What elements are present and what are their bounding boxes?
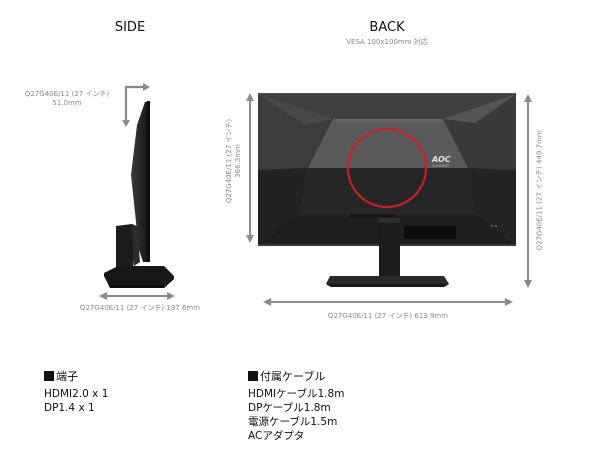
- ports-list: HDMI2.0 x 1 DP1.4 x 1: [44, 387, 108, 415]
- logo-line: GAMING: [432, 164, 450, 168]
- accessories-heading: 付属ケーブル: [248, 368, 325, 384]
- side-depth-label: Q27G40E/11 (27 インチ) 51.0mm: [18, 90, 116, 108]
- aoc-logo: AOC GAMING: [432, 156, 462, 169]
- back-width-label: Q27G40E/11 (27 インチ) 613.9mm: [327, 312, 449, 320]
- side-depth-value: 51.0mm: [52, 99, 82, 107]
- accessory-item: DPケーブル1.8m: [248, 402, 331, 414]
- accessory-item: ACアダプタ: [248, 430, 305, 442]
- accessories-list: HDMIケーブル1.8m DPケーブル1.8m 電源ケーブル1.5m ACアダプ…: [248, 387, 344, 443]
- port-item: DP1.4 x 1: [44, 402, 95, 414]
- ports-heading-text: 端子: [56, 370, 78, 383]
- port-item: HDMI2.0 x 1: [44, 388, 109, 400]
- ports-heading: 端子: [44, 368, 78, 384]
- back-title: BACK: [369, 20, 405, 35]
- side-title: SIDE: [114, 20, 146, 35]
- bullet-square-icon: [44, 371, 54, 381]
- side-depth-model: Q27G40E/11 (27 インチ): [24, 90, 110, 98]
- accessory-item: HDMIケーブル1.8m: [248, 388, 345, 400]
- vesa-subtitle: VESA 100x100mm 対応: [346, 38, 428, 46]
- logo-brand: AOC: [432, 155, 451, 164]
- accessory-item: 電源ケーブル1.5m: [248, 416, 338, 428]
- accessories-heading-text: 付属ケーブル: [260, 370, 326, 383]
- bullet-square-icon: [248, 371, 258, 381]
- side-base-label: Q27G40E/11 (27 インチ) 197.6mm: [79, 304, 201, 312]
